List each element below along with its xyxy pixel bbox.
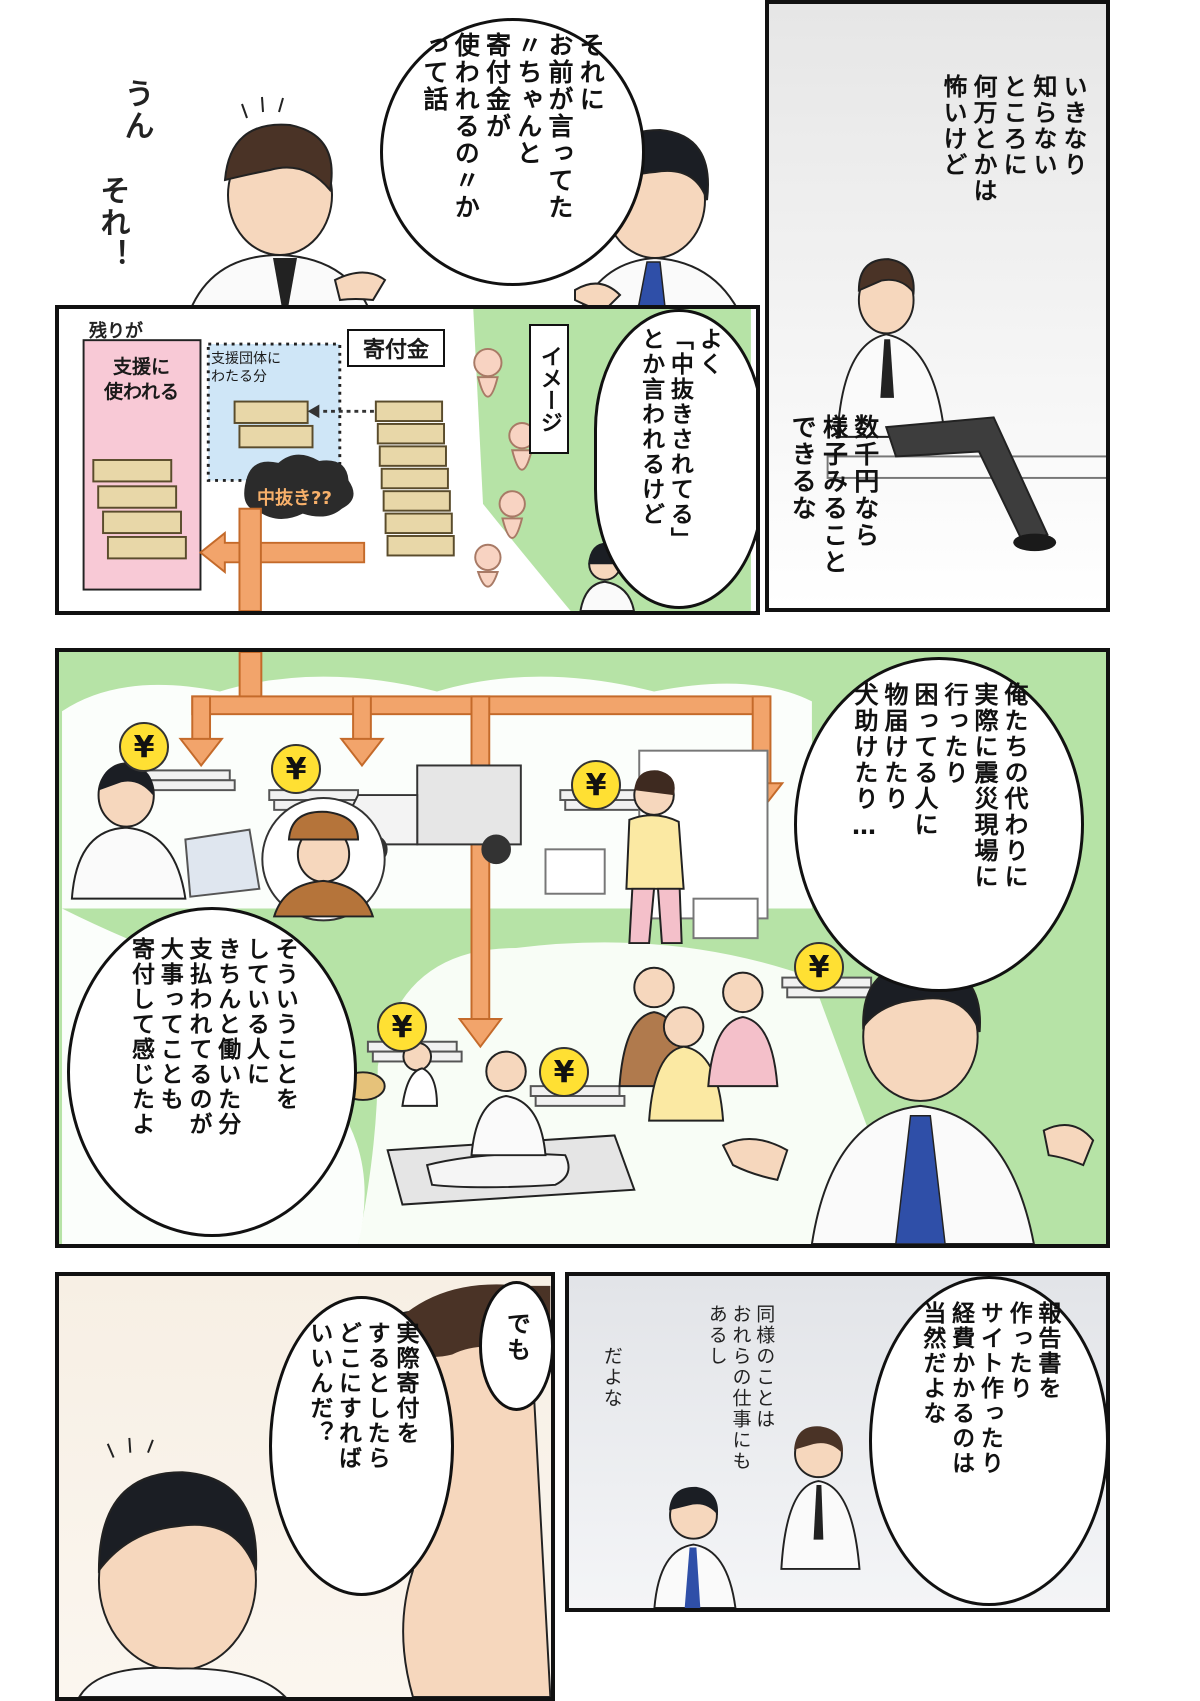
speech-text-panel3: よく 「中抜きされてる」 とか言われるけど <box>637 326 722 552</box>
speech-text-panel5-small: でも <box>502 1311 531 1363</box>
panel-3: 残りが 支援に 使われる 支援団体に わたる分 寄付金 中抜き?? イメージ よ… <box>55 305 760 615</box>
speech-text-panel6: 報告書を 作ったり サイト作ったり 経費かかるのは 当然だよな <box>918 1301 1060 1476</box>
label-to-support-group: 支援団体に わたる分 <box>211 351 281 385</box>
speech-text-panel5: 実際寄付を するとしたら どこにすれば いいんだ？ <box>305 1321 418 1471</box>
label-used-for-support: 支援に 使われる <box>103 356 180 403</box>
speech-text-panel4-right: 俺たちの代わりに 実際に震災現場に 行ったり 困ってる人に 物届けたり 犬助けた… <box>850 682 1028 890</box>
speech-bubble-panel5: 実際寄付を するとしたら どこにすれば いいんだ？ <box>269 1296 454 1596</box>
speech-text-panel1: それに お前が言ってた 〃ちゃんと 寄付金が 使われるの〃か って話 <box>420 32 606 221</box>
panel-1: うん それ！ それに お前が言ってた 〃ちゃんと 寄付金が 使われるの〃か って… <box>55 0 755 325</box>
panel-6-art <box>653 1426 861 1608</box>
speech-bubble-panel6: 報告書を 作ったり サイト作ったり 経費かかるのは 当然だよな <box>869 1276 1106 1606</box>
yen-coin-icon: ¥ <box>271 744 321 794</box>
sfx-un: うん <box>118 78 154 142</box>
handwritten-dayona: だよな <box>600 1346 623 1409</box>
yen-coin-icon: ¥ <box>794 942 844 992</box>
label-image: イメージ <box>529 324 569 454</box>
panel-4: ¥ ¥ ¥ ¥ ¥ ¥ 俺たちの代わりに 実際に震災現場に 行ったり 困ってる人… <box>55 648 1110 1248</box>
speech-bubble-panel1: それに お前が言ってた 〃ちゃんと 寄付金が 使われるの〃か って話 <box>380 18 645 286</box>
panel-2: いきなり 知らない ところに 何万とかは 怖いけど 数千円なら 様子みること で… <box>765 0 1110 612</box>
speech-bubble-panel4-left: そういうことを している人に きちんと働いた分 支払われてるのが 大事ってことも… <box>67 907 357 1237</box>
yen-coin-icon: ¥ <box>571 760 621 810</box>
panel-6: 同様のことは おれらの仕事にも あるし だよな 報告書を 作ったり サイト作った… <box>565 1272 1110 1612</box>
yen-coin-icon: ¥ <box>119 722 169 772</box>
speech-text-panel4-left: そういうことを している人に きちんと働いた分 支払われてるのが 大事ってことも… <box>127 937 298 1137</box>
sfx-sore: それ！ <box>94 175 130 271</box>
man-left-figure <box>183 123 387 325</box>
yen-coin-icon: ¥ <box>377 1002 427 1052</box>
speech-bubble-panel4-right: 俺たちの代わりに 実際に震災現場に 行ったり 困ってる人に 物届けたり 犬助けた… <box>794 657 1084 992</box>
speech-bubble-panel3: よく 「中抜きされてる」 とか言われるけど <box>594 309 756 609</box>
panel-5: でも 実際寄付を するとしたら どこにすれば いいんだ？ <box>55 1272 555 1701</box>
label-nakanuki: 中抜き?? <box>257 488 332 509</box>
panel-2-art <box>826 258 1106 552</box>
label-donation: 寄付金 <box>347 329 445 367</box>
caption-panel2: いきなり 知らない ところに 何万とかは 怖いけど <box>939 74 1087 204</box>
speech-bubble-panel5-small: でも <box>479 1281 551 1411</box>
handwritten-note: 同様のことは おれらの仕事にも あるし <box>705 1304 776 1472</box>
label-remaining: 残りが <box>89 321 143 342</box>
yen-coin-icon: ¥ <box>539 1047 589 1097</box>
sitting-man-figure <box>836 258 1057 552</box>
speech-text-panel2: 数千円なら 様子みること できるな <box>788 414 880 576</box>
